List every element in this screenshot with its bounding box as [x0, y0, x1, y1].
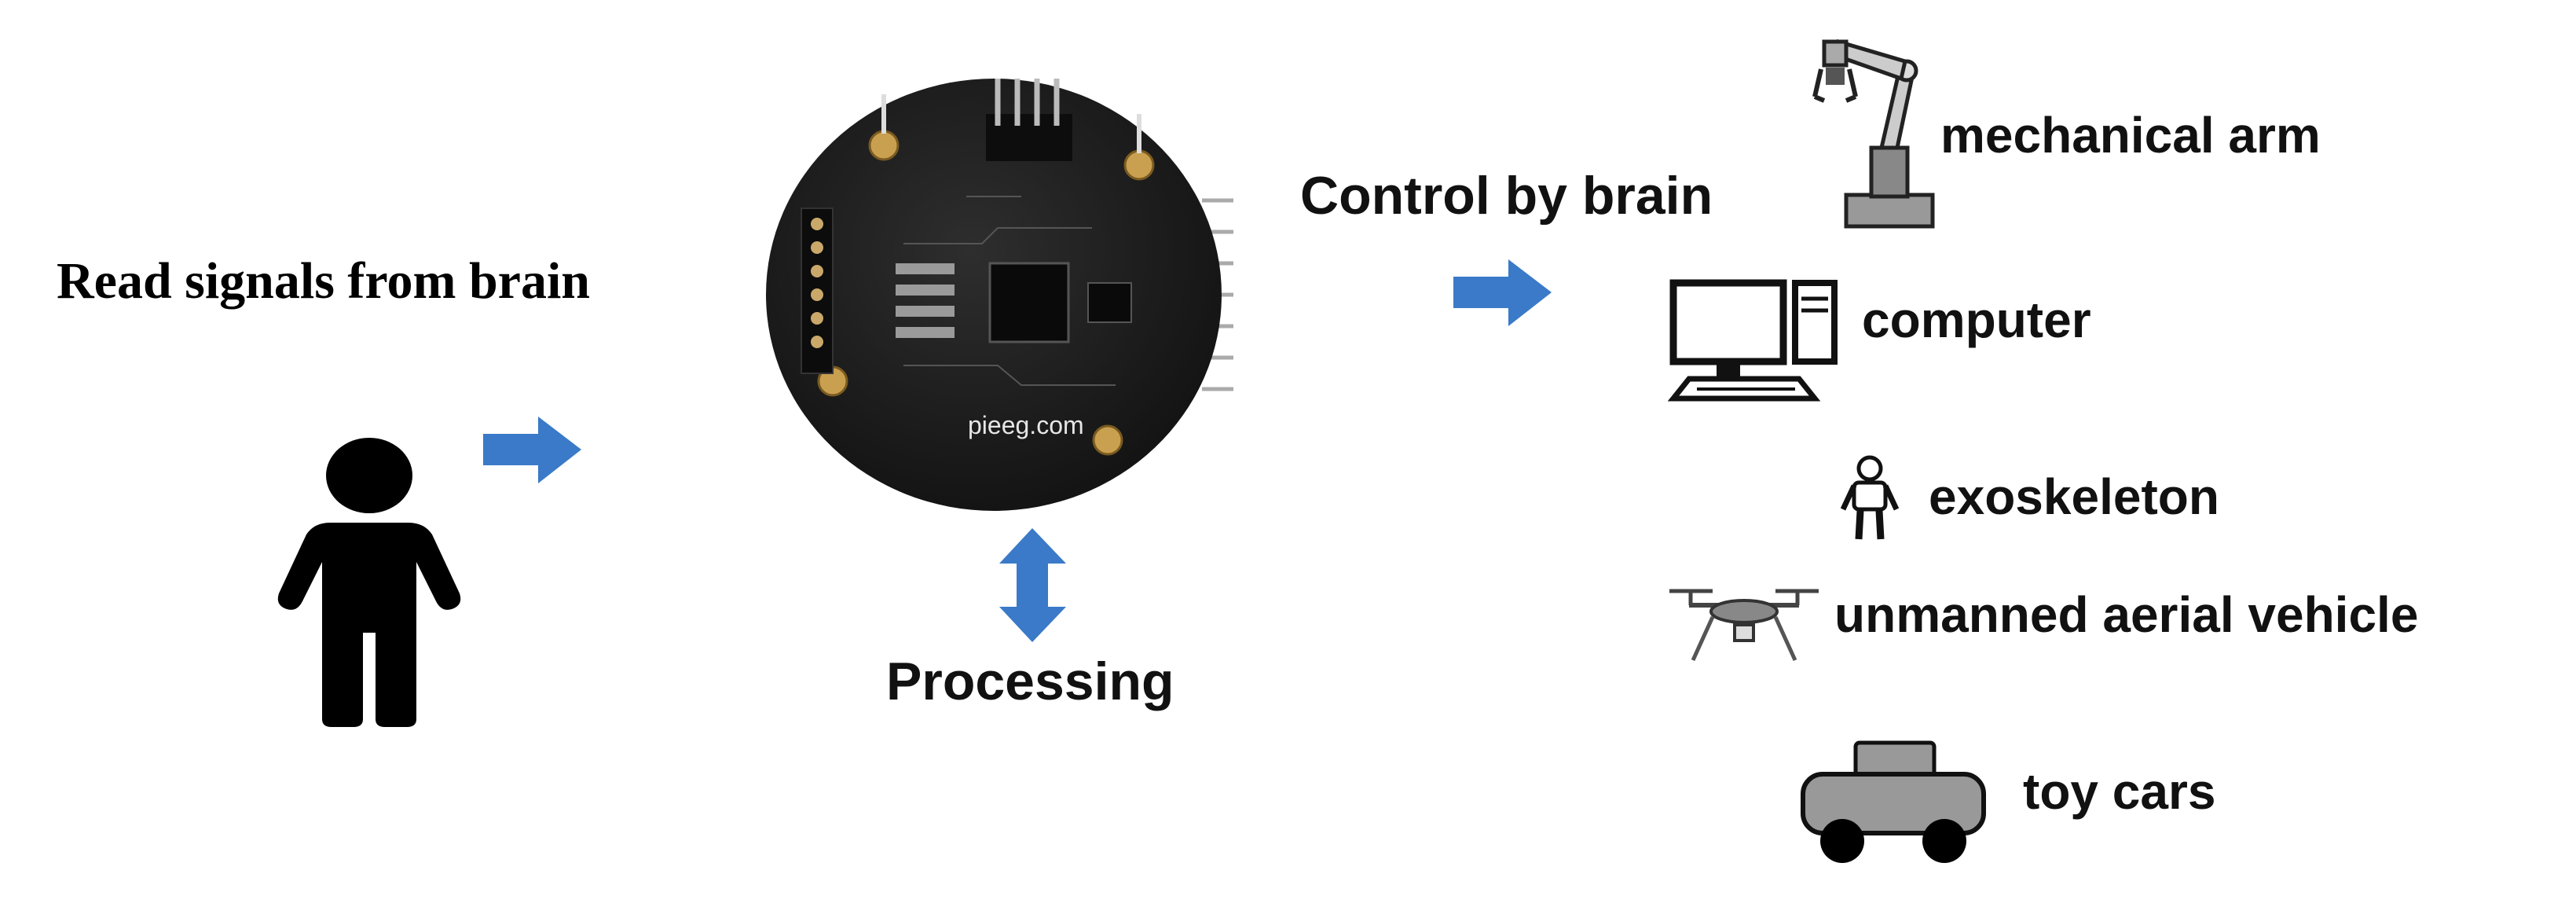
device-label-uav: unmanned aerial vehicle	[1834, 586, 2419, 643]
robot-arm-icon	[1812, 39, 1935, 229]
computer-icon	[1667, 279, 1838, 402]
toy-car-icon	[1801, 740, 1986, 863]
processing-label: Processing	[886, 652, 1174, 711]
exoskeleton-icon	[1840, 455, 1900, 540]
read-signals-label: Read signals from brain	[57, 252, 591, 310]
drone-icon	[1669, 589, 1819, 662]
arrow-to-devices-icon	[1453, 259, 1552, 326]
device-label-toy-cars: toy cars	[2023, 763, 2216, 820]
processing-double-arrow-icon	[999, 528, 1066, 642]
device-label-exoskeleton: exoskeleton	[1929, 468, 2219, 525]
control-by-brain-label: Control by brain	[1300, 166, 1713, 226]
device-label-computer: computer	[1862, 292, 2091, 348]
device-label-mechanical-arm: mechanical arm	[1940, 107, 2321, 163]
arrow-to-board-icon	[483, 417, 581, 483]
eeg-board-image: pieeg.com	[766, 79, 1233, 511]
person-icon	[277, 438, 461, 727]
board-website-text: pieeg.com	[968, 411, 1084, 439]
